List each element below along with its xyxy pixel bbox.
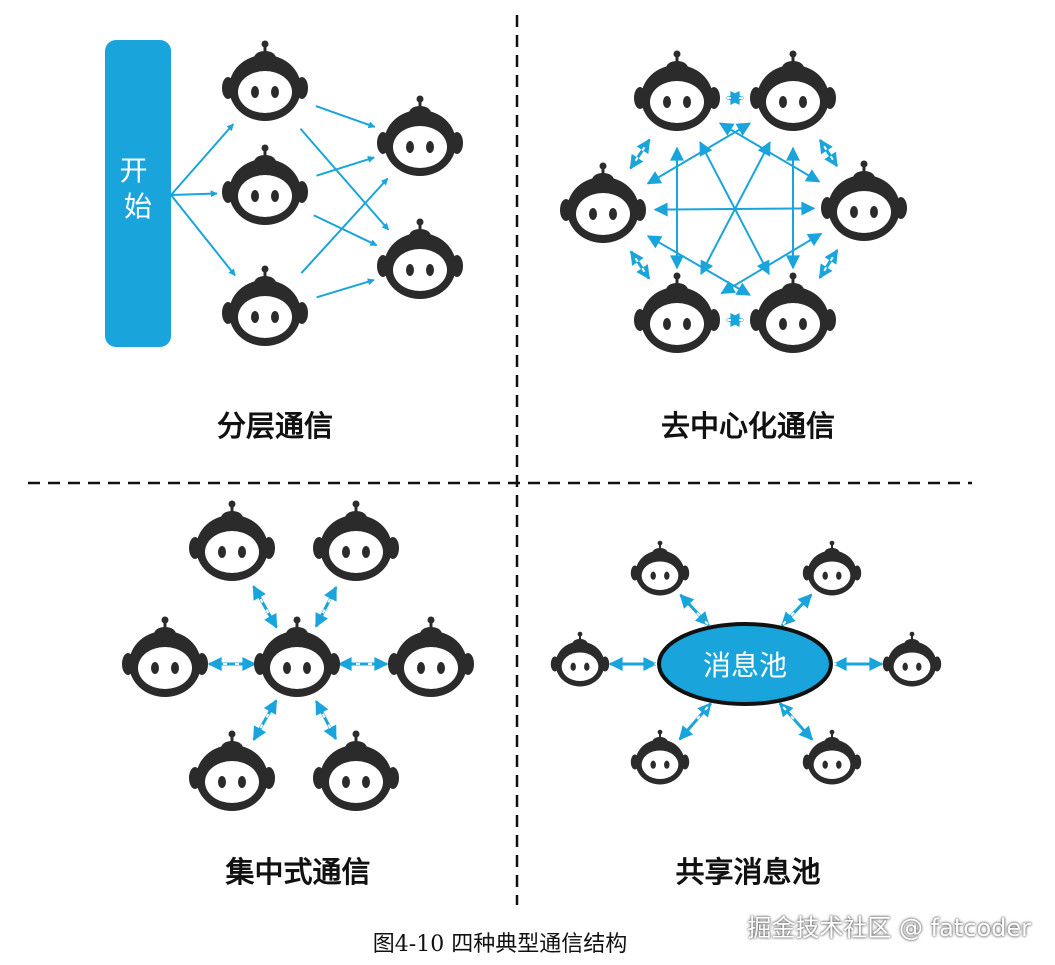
peer-link-arrow <box>653 201 816 217</box>
peer-link-arrow <box>629 250 651 280</box>
robot-head-icon <box>222 265 308 346</box>
hub-link-arrow <box>314 700 338 741</box>
peer-link-arrow <box>818 138 839 168</box>
hub-link-arrow <box>252 699 278 741</box>
robot-head-icon <box>377 218 463 299</box>
panel-hierarchical: 开 始 分层通信 <box>105 40 463 443</box>
watermark: 掘金技术社区 @ fatcoder <box>747 914 1031 942</box>
start-label-char: 始 <box>124 190 152 223</box>
pool-link-arrow <box>780 593 813 627</box>
robot-head-icon <box>882 631 942 687</box>
robot-head-icon <box>634 50 720 131</box>
peer-link-arrow <box>818 249 839 279</box>
start-to-agent-arrow <box>170 194 236 277</box>
robot-head-icon <box>802 540 862 596</box>
peer-link-arrow <box>629 138 651 170</box>
agent-to-agent-arrow <box>316 278 375 299</box>
robot-head-icon <box>377 95 463 176</box>
agent-to-agent-arrow <box>300 177 389 274</box>
centralized-agents <box>122 500 474 811</box>
message-pool-label: 消息池 <box>703 649 787 682</box>
robot-head-icon <box>189 500 275 581</box>
start-label: 开 始 <box>120 154 157 223</box>
centralized-links <box>207 585 389 741</box>
hierarchical-agents <box>222 40 463 346</box>
panel-shared-pool: 消息池 共享消息池 <box>550 540 942 889</box>
robot-head-icon <box>560 162 646 243</box>
agent-to-agent-arrow <box>315 105 376 129</box>
agent-to-agent-arrow <box>316 156 375 177</box>
figure-caption: 图4-10 四种典型通信结构 <box>372 932 628 957</box>
start-to-agent-arrow <box>170 123 235 196</box>
panel-centralized: 集中式通信 <box>122 500 474 889</box>
robot-head-icon <box>550 631 610 687</box>
robot-head-icon <box>222 40 308 121</box>
robot-head-icon <box>750 50 836 131</box>
pool-link-arrow <box>679 593 710 627</box>
start-label-char: 开 <box>120 154 148 187</box>
robot-head-icon <box>189 730 275 811</box>
robot-head-icon <box>630 540 690 596</box>
robot-head-icon <box>313 730 399 811</box>
hub-link-arrow <box>252 585 278 629</box>
decentralized-agents <box>560 50 907 353</box>
robot-head-icon <box>750 272 836 353</box>
panel-title-decentralized: 去中心化通信 <box>661 409 835 443</box>
peer-link-arrow <box>646 122 752 185</box>
panel-title-hierarchical: 分层通信 <box>217 409 333 443</box>
robot-head-icon <box>122 616 208 697</box>
robot-head-icon <box>802 729 862 785</box>
message-pool <box>657 622 833 706</box>
robot-head-icon <box>254 616 340 697</box>
start-to-agent-arrow <box>170 190 218 198</box>
robot-head-icon <box>313 500 399 581</box>
decentralized-links <box>629 91 839 327</box>
shared-pool-links <box>608 593 884 741</box>
hub-link-arrow <box>314 585 338 628</box>
robot-head-icon <box>634 272 720 353</box>
panel-title-centralized: 集中式通信 <box>224 855 370 889</box>
peer-link-arrow <box>720 232 823 295</box>
agent-to-agent-arrow <box>299 128 390 231</box>
peer-link-arrow <box>646 235 751 296</box>
agent-to-agent-arrow <box>313 214 378 247</box>
panel-title-shared-pool: 共享消息池 <box>675 855 820 889</box>
robot-head-icon <box>630 729 690 785</box>
panel-decentralized: 去中心化通信 <box>560 50 907 443</box>
hierarchical-links <box>170 105 390 299</box>
start-block <box>105 40 171 347</box>
shared-pool-agents <box>550 540 942 785</box>
robot-head-icon <box>388 616 474 697</box>
robot-head-icon <box>222 144 308 225</box>
robot-head-icon <box>821 160 907 241</box>
